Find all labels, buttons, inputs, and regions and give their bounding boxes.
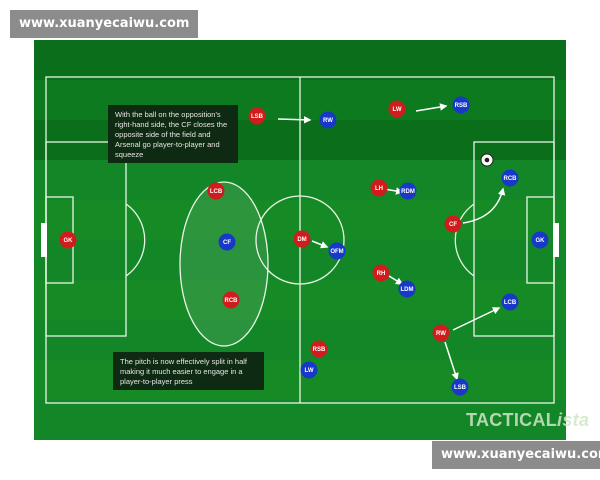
player-red-dm[interactable]: DM <box>293 230 311 248</box>
svg-text:LW: LW <box>305 368 314 374</box>
arrow-lw-to-rsb <box>415 103 448 112</box>
arrow-rw-to-lcb <box>452 307 501 331</box>
arrow-cf-to-rcb <box>462 187 506 224</box>
player-blue-rcb[interactable]: RCB <box>501 169 519 187</box>
svg-text:DM: DM <box>297 237 306 243</box>
player-blue-cf[interactable]: CF <box>218 233 236 251</box>
player-red-rw[interactable]: RW <box>432 324 450 342</box>
svg-text:RH: RH <box>377 271 386 277</box>
svg-text:LH: LH <box>375 186 383 192</box>
svg-text:RW: RW <box>323 118 333 124</box>
watermark-bottom: www.xuanyecaiwu.com <box>432 441 600 469</box>
red-team: GK LCB RCB DM LW LH RH CF RW LSB RSB <box>59 100 462 358</box>
brand-main: TACTICAL <box>466 410 558 430</box>
player-red-lcb[interactable]: LCB <box>207 182 225 200</box>
player-blue-lcb[interactable]: LCB <box>501 293 519 311</box>
player-blue-gk[interactable]: GK <box>531 231 549 249</box>
svg-text:RW: RW <box>436 331 446 337</box>
player-blue-ofm[interactable]: OFM <box>328 242 346 260</box>
svg-text:RDM: RDM <box>401 189 415 195</box>
player-blue-ldm[interactable]: LDM <box>398 280 416 298</box>
left-goal <box>41 223 47 257</box>
arrow-rh-to-ldm <box>388 275 404 285</box>
svg-text:CF: CF <box>449 222 457 228</box>
svg-text:RCB: RCB <box>504 176 518 182</box>
player-blue-lw[interactable]: LW <box>300 361 318 379</box>
player-blue-lsb[interactable]: LSB <box>451 378 469 396</box>
svg-text:LCB: LCB <box>504 300 517 306</box>
brand-logo: TACTICALista <box>466 410 589 431</box>
svg-text:LCB: LCB <box>210 189 223 195</box>
svg-text:OFM: OFM <box>330 249 343 255</box>
blue-team: GK CF OFM RW RSB RDM LDM RCB LCB LSB LW <box>218 96 549 396</box>
svg-text:RCB: RCB <box>225 298 239 304</box>
player-red-rsb[interactable]: RSB <box>310 340 328 358</box>
tactic-note-top: With the ball on the opposition's right-… <box>108 105 238 163</box>
svg-text:GK: GK <box>536 238 546 244</box>
svg-text:GK: GK <box>64 238 74 244</box>
player-blue-rdm[interactable]: RDM <box>399 182 417 200</box>
watermark-top: www.xuanyecaiwu.com <box>10 10 199 38</box>
arrow-dm-to-ofm <box>311 240 329 249</box>
svg-text:LDM: LDM <box>401 287 414 293</box>
ball-icon <box>480 153 494 167</box>
right-goal <box>553 223 559 257</box>
player-red-rcb[interactable]: RCB <box>222 291 240 309</box>
svg-text:LSB: LSB <box>251 114 264 120</box>
press-zone-ellipse <box>179 181 269 347</box>
player-red-rh[interactable]: RH <box>372 264 390 282</box>
player-red-cf[interactable]: CF <box>444 215 462 233</box>
svg-text:RSB: RSB <box>313 347 326 353</box>
player-blue-rsb[interactable]: RSB <box>452 96 470 114</box>
svg-text:CF: CF <box>223 240 231 246</box>
player-blue-rw[interactable]: RW <box>319 111 337 129</box>
arrow-rw-to-lsb <box>444 341 459 381</box>
tactic-note-bottom: The pitch is now effectively split in ha… <box>113 352 264 390</box>
football-pitch: GK LCB RCB DM LW LH RH CF RW LSB RSB GK … <box>34 40 566 440</box>
svg-text:RSB: RSB <box>455 103 468 109</box>
player-red-lsb[interactable]: LSB <box>248 107 266 125</box>
svg-text:LSB: LSB <box>454 385 467 391</box>
player-red-gk[interactable]: GK <box>59 231 77 249</box>
player-red-lh[interactable]: LH <box>370 179 388 197</box>
player-red-lw[interactable]: LW <box>388 100 406 118</box>
movement-arrows <box>277 103 506 381</box>
svg-text:LW: LW <box>393 107 402 113</box>
brand-suffix: ista <box>557 410 590 430</box>
arrow-lsb-to-rw <box>277 116 312 124</box>
